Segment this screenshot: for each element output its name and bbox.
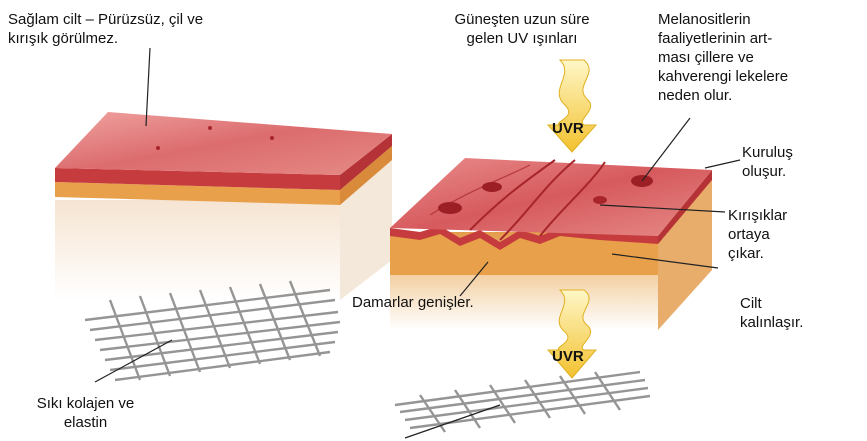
leader-dryness	[705, 160, 740, 168]
label-wrinkles: Kırışıklar ortaya çıkar.	[728, 206, 787, 263]
left-top-surface	[55, 112, 392, 175]
label-dryness: Kuruluş oluşur.	[742, 143, 793, 181]
label-uv-rays: Güneşten uzun süre gelen UV ışınları	[412, 10, 632, 48]
label-collagen: Sıkı kolajen ve elastin	[8, 394, 163, 432]
leader-healthy	[146, 48, 150, 126]
label-healthy-skin: Sağlam cilt – Pürüzsüz, çil ve kırışık g…	[8, 10, 203, 48]
uvr-label-bottom: UVR	[552, 348, 584, 365]
uvr-arrow-top	[548, 60, 596, 152]
left-dermis	[55, 200, 340, 300]
label-vessels: Damarlar genişler.	[352, 293, 474, 312]
label-melanocytes: Melanositlerin faaliyetlerinin art- ması…	[658, 10, 863, 105]
label-thickening: Cilt kalınlaşır.	[740, 294, 803, 332]
collagen-mesh-right	[395, 372, 650, 432]
uvr-label-top: UVR	[552, 120, 584, 137]
healthy-skin-block	[55, 112, 392, 300]
